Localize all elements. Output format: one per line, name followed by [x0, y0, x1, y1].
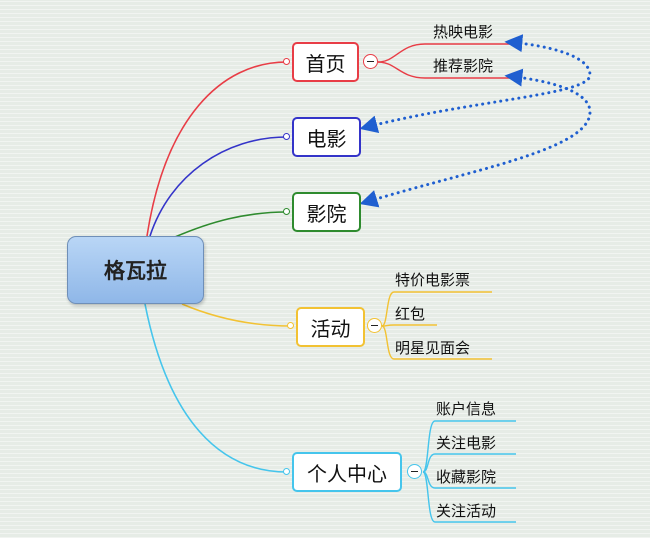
minus-circle-icon[interactable] — [407, 464, 422, 479]
anchor-dot — [283, 468, 290, 475]
child-node-follow-movies[interactable]: 关注电影 — [436, 434, 497, 452]
minus-circle-icon[interactable] — [363, 54, 378, 69]
child-node-account-info[interactable]: 账户信息 — [436, 400, 497, 418]
connector-events-meet-stars — [381, 325, 492, 360]
connector-root-home — [146, 61, 288, 237]
child-node-recommended-cinemas[interactable]: 推荐影院 — [433, 57, 494, 75]
connector-events-red-packet — [381, 324, 437, 327]
anchor-dot — [283, 133, 290, 140]
minus-circle-icon[interactable] — [367, 318, 382, 333]
branch-label: 影院 — [306, 201, 347, 226]
branch-node-cinemas[interactable]: 影院 — [292, 192, 361, 232]
anchor-dot — [283, 208, 290, 215]
anchor-dot — [283, 58, 290, 65]
child-node-favorite-cinemas[interactable]: 收藏影院 — [436, 468, 497, 486]
child-node-follow-events[interactable]: 关注活动 — [436, 502, 497, 520]
connector-root-profile — [144, 303, 288, 473]
branch-label: 活动 — [310, 316, 351, 341]
child-node-meet-stars[interactable]: 明星见面会 — [395, 339, 471, 357]
connector-events-special-tickets — [381, 291, 492, 327]
branch-label: 电影 — [306, 126, 347, 151]
branch-label: 首页 — [305, 51, 346, 76]
branch-node-events[interactable]: 活动 — [296, 307, 365, 347]
branch-node-profile[interactable]: 个人中心 — [292, 452, 402, 492]
connector-root-cinemas — [174, 211, 288, 238]
connector-root-events — [181, 303, 292, 327]
branch-node-movies[interactable]: 电影 — [292, 117, 361, 157]
root-node[interactable]: 格瓦拉 — [67, 236, 204, 304]
connector-root-movies — [149, 136, 288, 237]
relationship-arrow-cinemas-recommended — [359, 68, 592, 208]
anchor-dot — [287, 322, 294, 329]
root-label: 格瓦拉 — [104, 259, 167, 283]
child-node-hot-movies[interactable]: 热映电影 — [433, 23, 494, 41]
connector-profile-follow-events — [422, 471, 516, 523]
connector-profile-follow-movies — [422, 453, 516, 473]
branch-label: 个人中心 — [307, 461, 387, 486]
branch-node-home[interactable]: 首页 — [292, 42, 359, 82]
child-node-red-packet[interactable]: 红包 — [395, 305, 426, 323]
child-node-special-tickets[interactable]: 特价电影票 — [395, 271, 471, 289]
